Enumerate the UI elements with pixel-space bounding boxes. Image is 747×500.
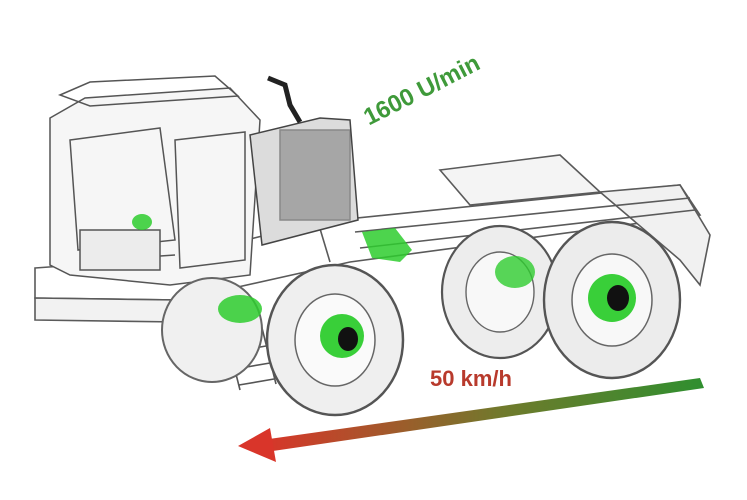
- highlight-gearbox: [362, 228, 412, 262]
- travel-speed-label: 50 km/h: [430, 366, 512, 391]
- arrow-left-icon: [238, 378, 704, 462]
- chassis-frame: [34, 154, 711, 323]
- rear-axle-center: [607, 285, 629, 311]
- cab: [49, 75, 261, 286]
- rear-wheel-middle: [440, 224, 560, 360]
- front-axle-center: [338, 327, 358, 351]
- engine-housing: [249, 75, 359, 246]
- highlight-middle-hub: [495, 256, 535, 288]
- highlight-step-box: [218, 295, 262, 323]
- front-wheel-left: [161, 277, 263, 383]
- highlight-cab-motor: [132, 214, 152, 230]
